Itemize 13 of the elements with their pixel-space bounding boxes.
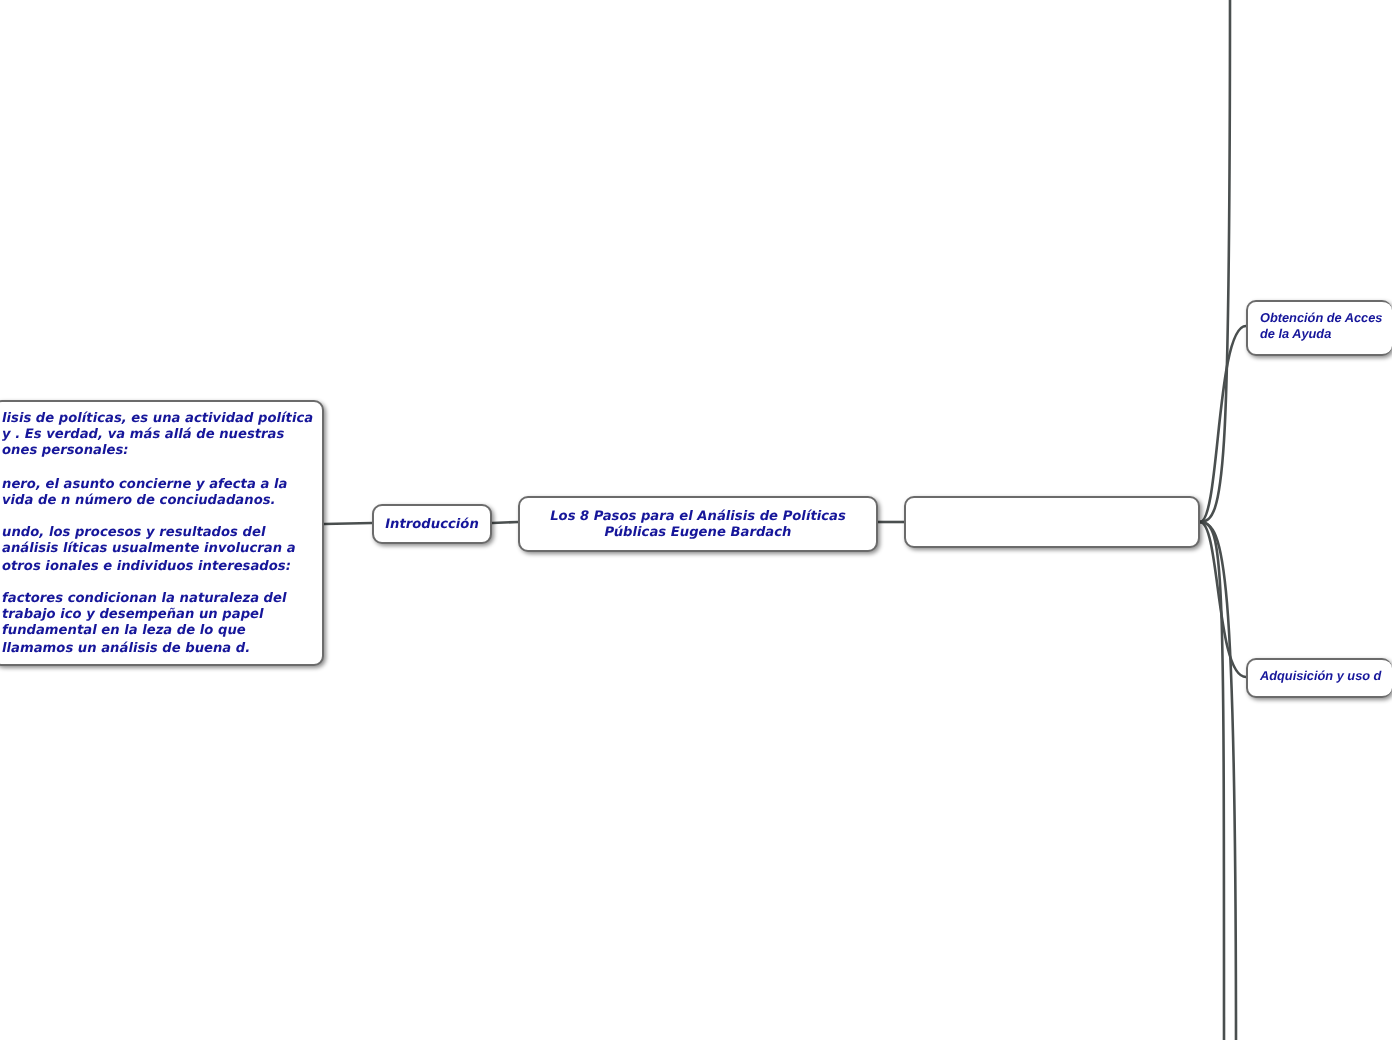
connector-line [323, 521, 373, 526]
topic-box [1246, 658, 1392, 698]
connector-line [1199, 520, 1247, 679]
topic-box [518, 496, 878, 553]
note-box [0, 400, 324, 666]
topic-box [372, 504, 492, 545]
connector-line [1199, 0, 1232, 524]
connector-line [878, 520, 904, 524]
connector-line [1199, 520, 1238, 1040]
empty-topic-box [904, 496, 1200, 548]
connector-line [491, 520, 519, 525]
topic-box [1246, 300, 1392, 356]
connector-line [1199, 324, 1247, 523]
